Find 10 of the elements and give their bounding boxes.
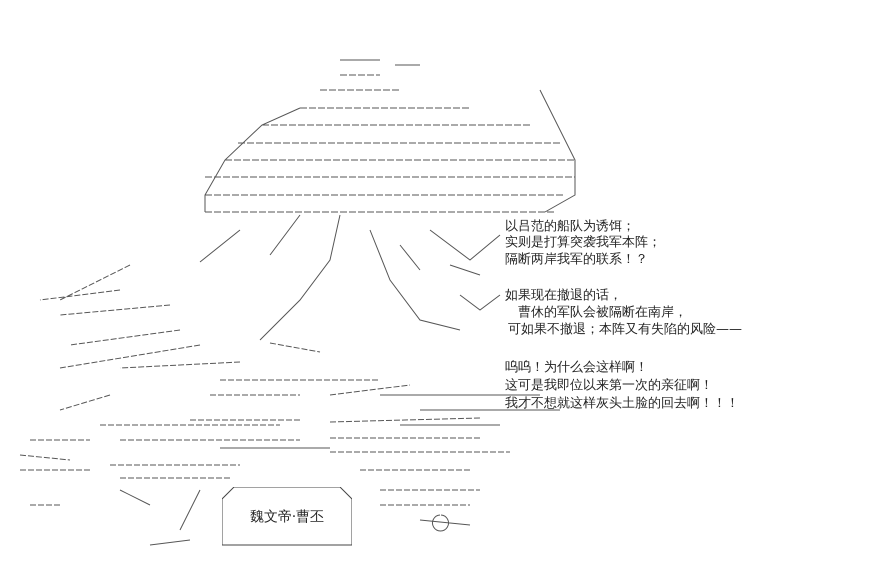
dialogue-text: 实则是打算突袭我军本阵； — [505, 235, 661, 251]
dialogue-text: 我才不想就这样灰头土脸的回去啊！！！ — [505, 396, 739, 412]
dialogue-text: 可如果不撤退；本阵又有失陷的风险—— — [508, 322, 742, 338]
dialogue-text: 呜呜！为什么会这样啊！ — [505, 360, 648, 376]
dialogue-text: 如果现在撤退的话， — [505, 288, 622, 304]
dialogue-text: 以吕范的船队为诱饵； — [505, 219, 635, 235]
character-name: 魏文帝·曹丕 — [250, 508, 324, 526]
dialogue-text: 这可是我即位以来第一次的亲征啊！ — [505, 378, 713, 394]
dialogue-text: 曹休的军队会被隔断在南岸， — [518, 305, 687, 321]
dialogue-text: 隔断两岸我军的联系！？ — [505, 252, 648, 268]
